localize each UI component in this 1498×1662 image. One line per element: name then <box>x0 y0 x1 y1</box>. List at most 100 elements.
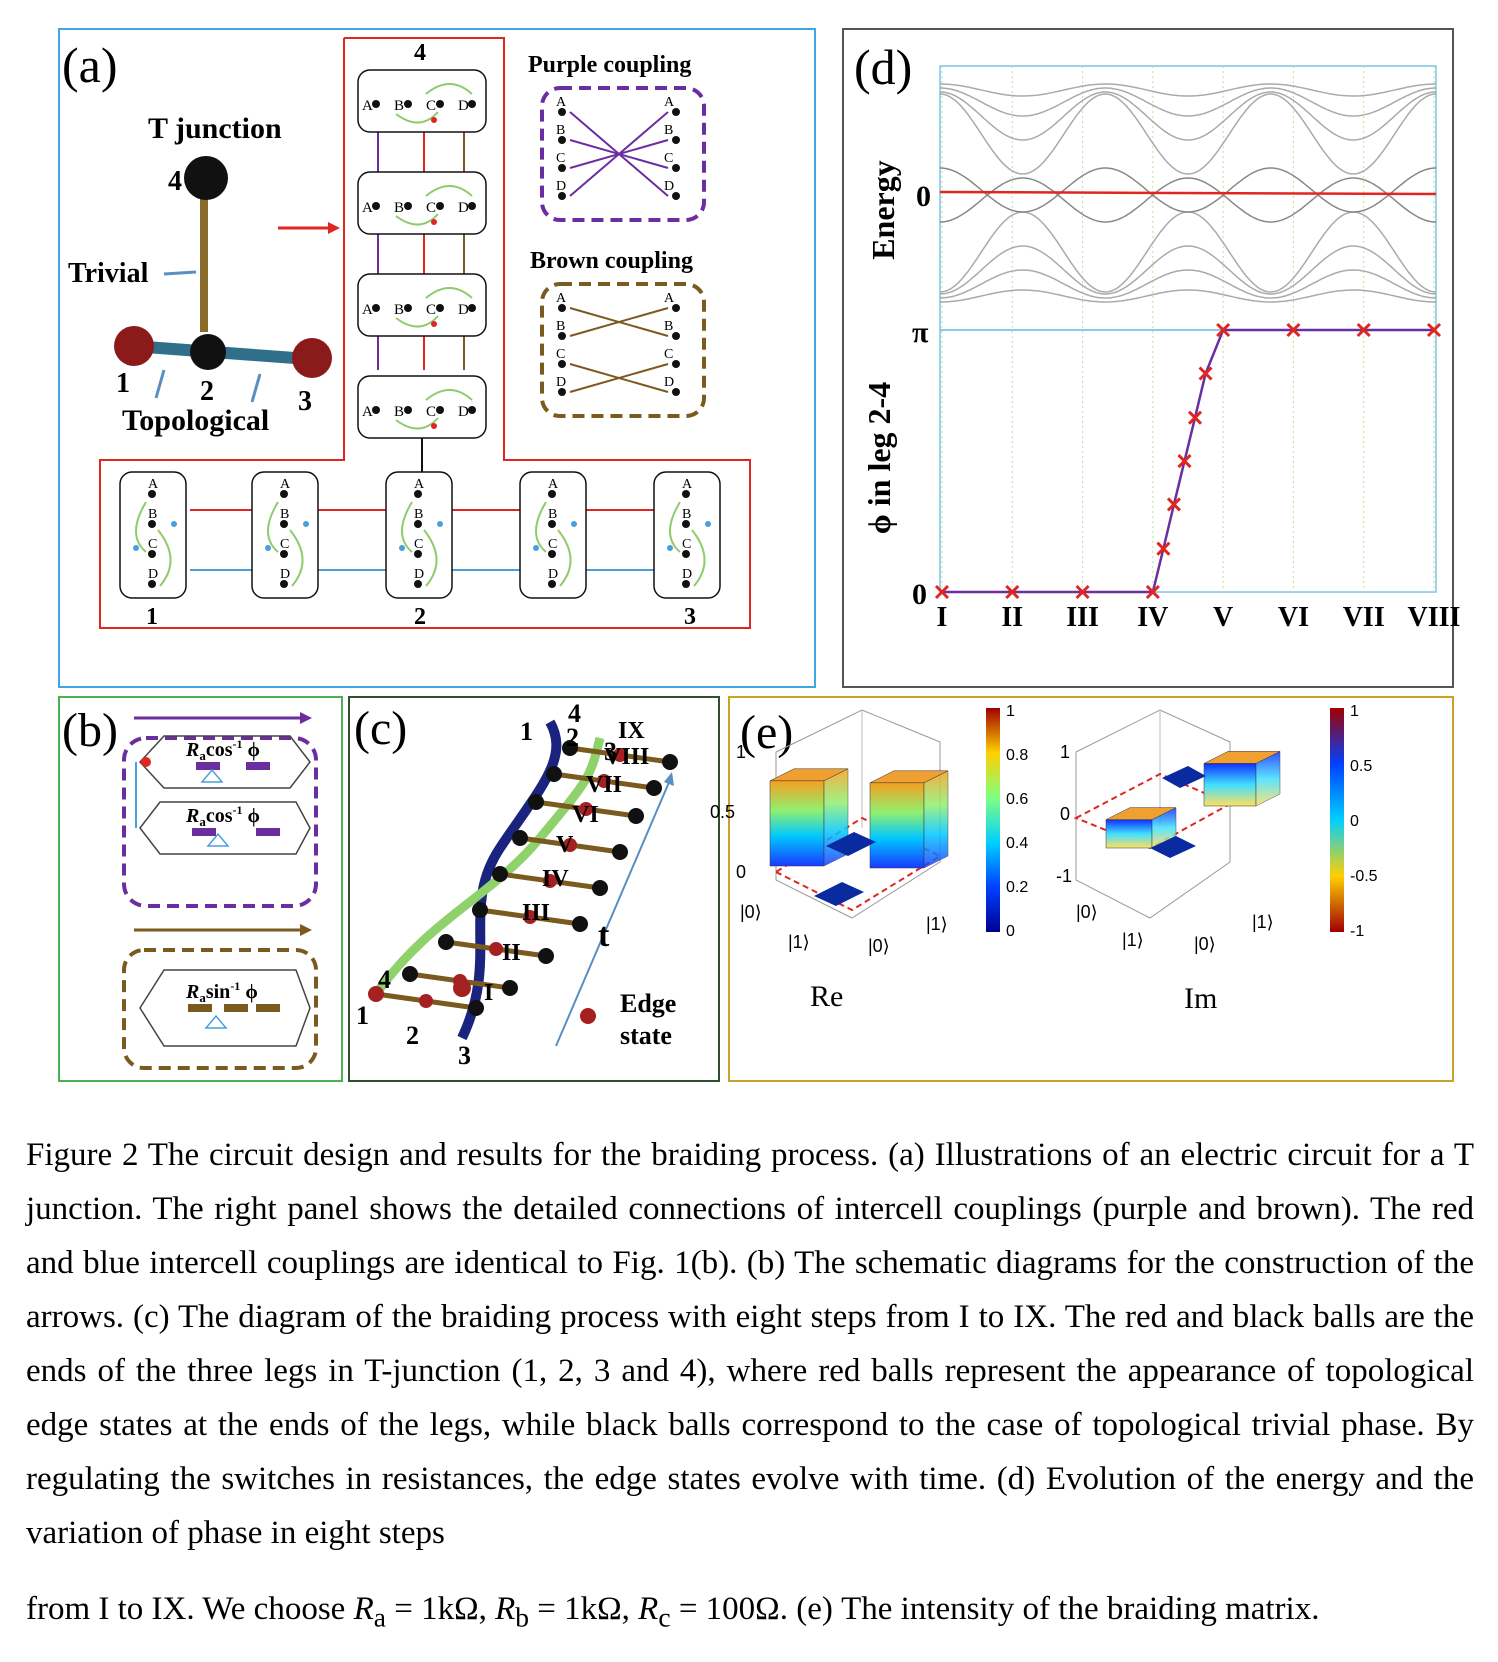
caption-last-line: from I to IX. We choose Ra = 1kΩ, Rb = 1… <box>26 1582 1474 1645</box>
trivial-arrow <box>163 270 197 276</box>
energy-band-near-zero <box>939 167 1437 213</box>
leg-1-3-rod <box>131 340 323 366</box>
trivial-label: Trivial <box>68 258 149 289</box>
x-tick-VII: VII <box>1343 602 1385 633</box>
purple-left-label: C <box>556 151 565 166</box>
im-colorbar <box>1330 708 1344 932</box>
brown-coupling-title: Brown coupling <box>530 248 693 274</box>
step-label-VIII: VIII <box>604 744 649 770</box>
re-colorbar-tick: 0.2 <box>1006 879 1028 896</box>
vcell-node-dot <box>468 100 476 108</box>
hcell-green-arc <box>135 501 147 553</box>
re-ket-0-right: |0⟩ <box>868 936 890 956</box>
purple-coupling-box <box>540 86 706 222</box>
t-junction-title: T junction <box>148 112 282 145</box>
cos-formula-2: Racos-1 ϕ <box>185 803 260 829</box>
im-ket-1-right: |1⟩ <box>1252 912 1274 932</box>
purple-right-label: D <box>664 179 674 194</box>
ball-4 <box>184 156 228 200</box>
panel-a: (a) T junction 4 Trivial 1 2 3 Topologic… <box>58 28 816 688</box>
re-bar-11-front <box>869 782 925 869</box>
energy-band-upper <box>939 91 1437 141</box>
hcell-green-arc <box>401 501 413 553</box>
caption-rc-val: = 100Ω <box>670 1591 780 1627</box>
re-bar-00-top <box>769 768 849 782</box>
braid-ball-right <box>628 808 644 824</box>
braid-ball-left <box>368 986 384 1002</box>
time-arrowhead <box>664 772 674 786</box>
edge-label-1: Edge <box>620 989 676 1018</box>
caption-ra-val: = 1kΩ, <box>385 1591 496 1627</box>
step-label-I: I <box>484 980 493 1006</box>
ball-label-3: 3 <box>298 386 312 417</box>
hcell-node-dot <box>280 580 288 588</box>
re-ztick-0: 0 <box>736 862 746 882</box>
hcell-node-dot <box>548 490 556 498</box>
phase-marker <box>1177 454 1192 469</box>
resistor-5 <box>188 1004 212 1012</box>
phase-marker <box>1426 322 1442 338</box>
re-bars <box>769 768 949 912</box>
hcell-node-dot <box>414 550 422 558</box>
hcell-node-label: C <box>414 537 423 552</box>
panel-a-svg: (a) T junction 4 Trivial 1 2 3 Topologic… <box>62 37 751 630</box>
brown-left-dot <box>558 360 566 368</box>
hcell-node-dot <box>548 520 556 528</box>
braid-ball-left <box>546 766 562 782</box>
brown-left-label: C <box>556 347 565 362</box>
top-num-1: 1 <box>520 717 533 746</box>
brown-direction-arrowhead <box>300 924 312 936</box>
vcell-node-label: C <box>426 200 436 216</box>
purple-left-label: A <box>556 95 567 110</box>
hcell-node-dot <box>682 490 690 498</box>
vcell-green-arc <box>395 417 439 430</box>
brown-coupling-line <box>569 307 669 337</box>
hcell-blue-dot <box>571 521 577 527</box>
im-bar-10 <box>1150 836 1196 858</box>
phase-marker <box>1187 410 1203 425</box>
step-label-VI: VI <box>572 802 599 828</box>
brown-arrow-box <box>122 948 318 1070</box>
vcell-node-label: D <box>458 302 469 318</box>
hcell-blue-dot <box>667 545 673 551</box>
ball-3 <box>292 338 332 378</box>
vcell-node-label: B <box>394 98 404 114</box>
hcell-node-label: A <box>548 477 559 492</box>
hcell-node-label: C <box>280 537 289 552</box>
braid-edge-state <box>419 994 433 1008</box>
vcell-node-dot <box>372 406 380 414</box>
panel-d-label: (d) <box>854 39 912 95</box>
x-tick-IV: IV <box>1137 602 1168 633</box>
hcell-node-label: D <box>280 567 290 582</box>
im-bar-11-front <box>1203 763 1257 807</box>
hcell-node-dot <box>548 550 556 558</box>
phase-zero-label: 0 <box>912 578 927 611</box>
hcell-node-dot <box>148 580 156 588</box>
hcell-blue-dot <box>303 521 309 527</box>
caption-rb-val: = 1kΩ, <box>529 1591 639 1627</box>
hcell-node-label: D <box>414 567 424 582</box>
re-title: Re <box>810 980 843 1013</box>
phase-marker <box>934 584 950 600</box>
topological-arrow-1 <box>154 369 166 399</box>
hcell-green-arc <box>267 501 279 553</box>
purple-left-dot <box>558 164 566 172</box>
purple-direction-arrowhead <box>300 712 312 724</box>
vcell-node-label: C <box>426 98 436 114</box>
purple-right-label: B <box>664 123 673 138</box>
re-bar-10 <box>814 882 864 906</box>
phase-marker <box>1286 322 1301 338</box>
braid-ball-left <box>402 966 418 982</box>
im-bar-01 <box>1162 766 1206 788</box>
step-label-III: III <box>522 900 550 926</box>
brown-left-label: B <box>556 319 565 334</box>
braid-ball-right <box>538 948 554 964</box>
hcell-node-label: C <box>148 537 157 552</box>
vcell-node-dot <box>436 100 444 108</box>
phase-series <box>934 322 1442 600</box>
re-ket-1-left: |1⟩ <box>788 932 810 952</box>
braid-ball-left <box>438 934 454 950</box>
